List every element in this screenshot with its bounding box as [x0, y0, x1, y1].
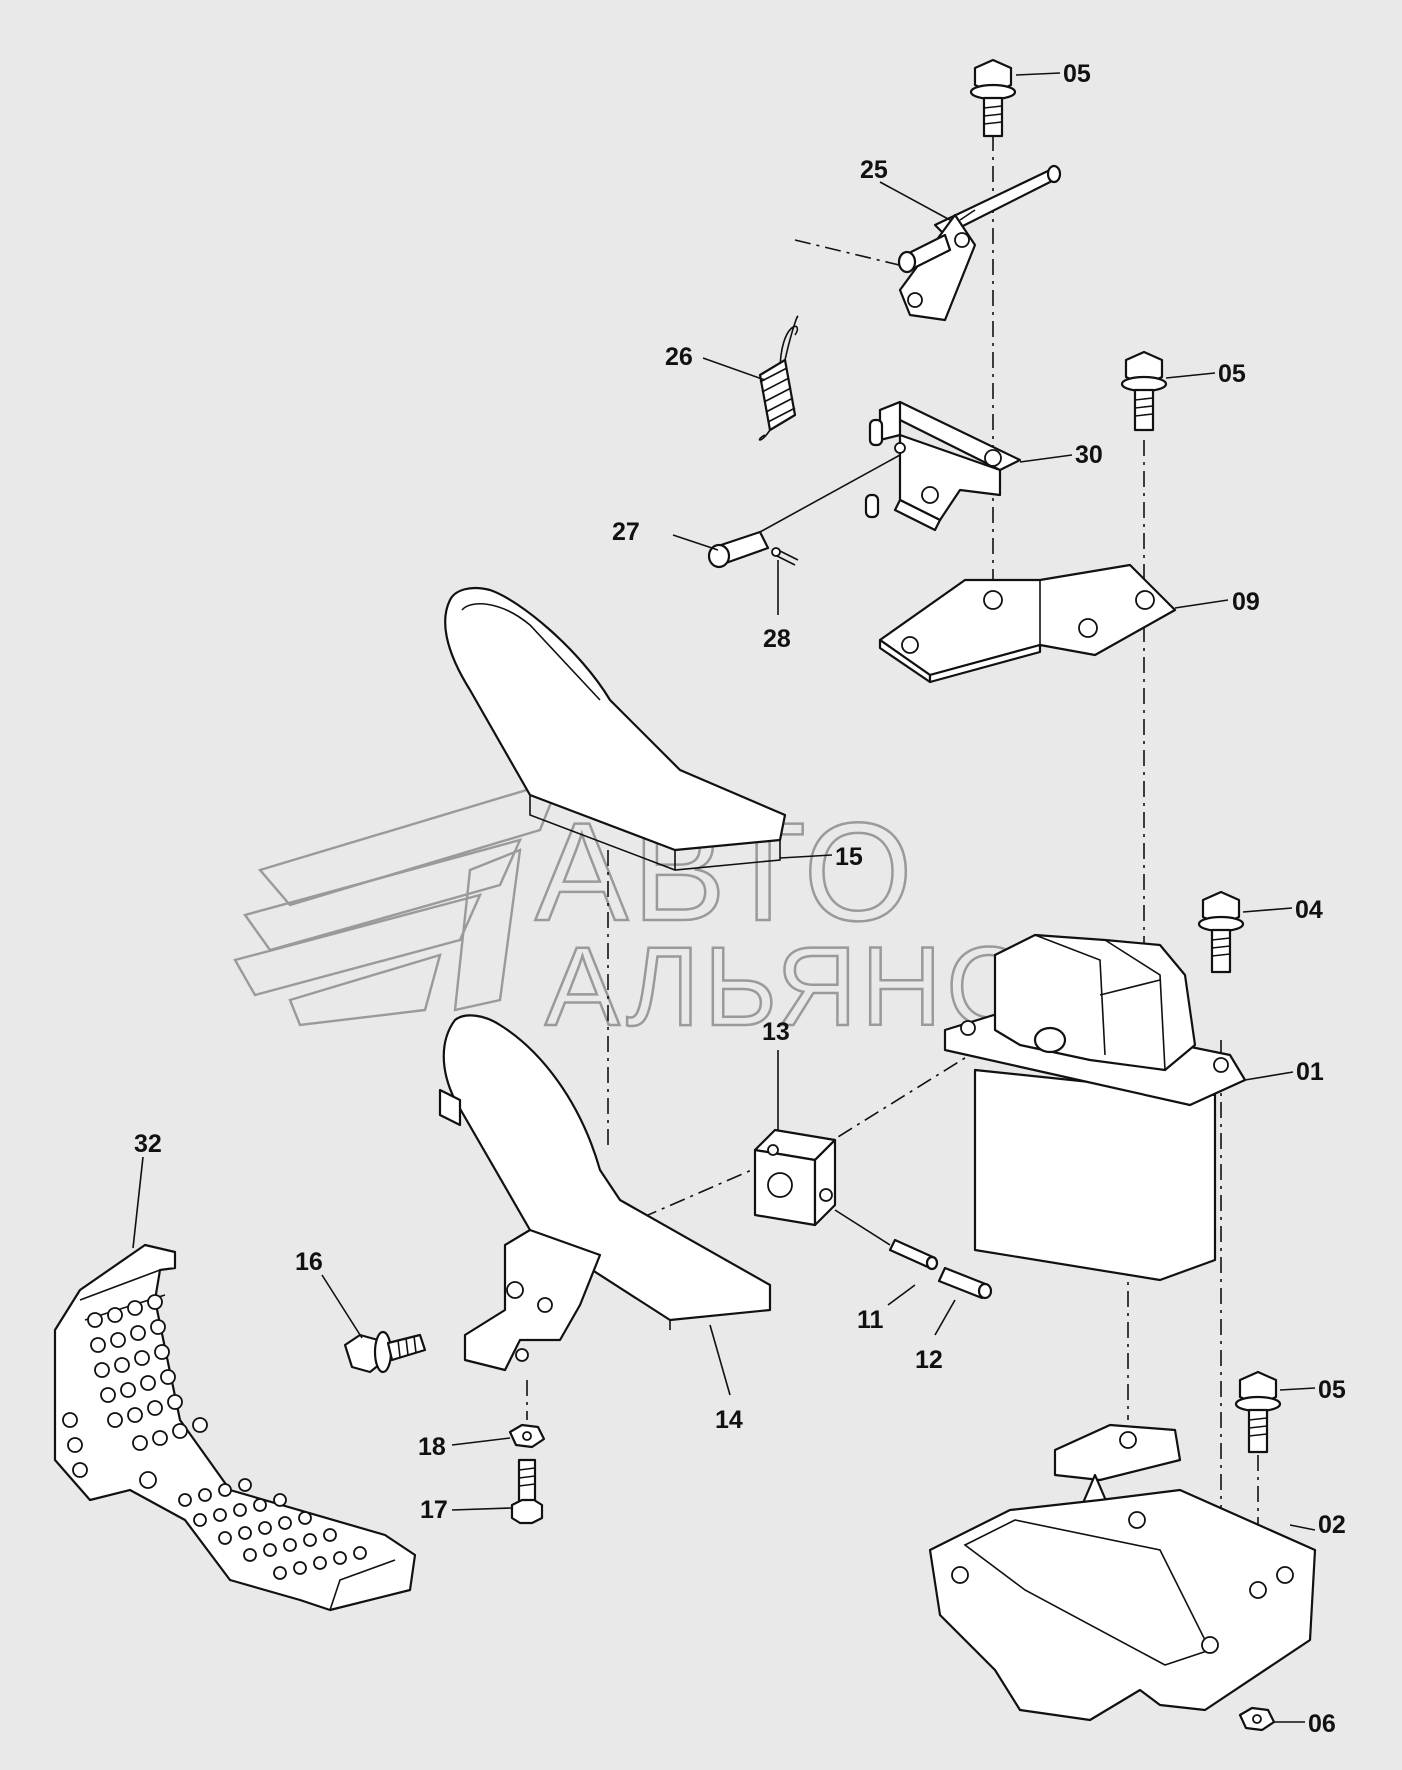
- cotter-pin-28: [771, 547, 799, 566]
- callout-27: 27: [612, 518, 640, 546]
- bolt-04: [1197, 890, 1245, 974]
- nut-06: [1238, 1706, 1276, 1732]
- callout-25: 25: [860, 156, 888, 184]
- bracket-30: [864, 400, 1022, 532]
- callout-13: 13: [762, 1018, 790, 1046]
- callout-16: 16: [295, 1248, 323, 1276]
- pedal-14: [438, 1014, 772, 1372]
- watermark-logo-icon: [233, 778, 563, 1027]
- leader-lines: [132, 72, 1316, 1723]
- callout-05-middle: 05: [1218, 360, 1246, 388]
- plate-09: [878, 563, 1177, 684]
- callout-17: 17: [420, 1496, 448, 1524]
- pin-27: [707, 454, 901, 569]
- callout-14: 14: [715, 1406, 743, 1434]
- bolt-16: [343, 1330, 427, 1374]
- callout-28: 28: [763, 625, 791, 653]
- pedal-pad-32: [53, 1243, 417, 1612]
- pin-11: [834, 1209, 939, 1271]
- bolt-05-middle: [1120, 350, 1168, 432]
- callout-01: 01: [1296, 1058, 1324, 1086]
- callout-12: 12: [915, 1346, 943, 1374]
- lever-25: [897, 164, 1062, 322]
- callout-02: 02: [1318, 1511, 1346, 1539]
- callout-09: 09: [1232, 588, 1260, 616]
- callout-06: 06: [1308, 1710, 1336, 1738]
- bolt-17: [510, 1458, 544, 1525]
- block-13: [753, 1128, 837, 1227]
- switch-01: [943, 933, 1247, 1282]
- pin-12: [937, 1266, 993, 1300]
- base-plate-02: [928, 1423, 1317, 1722]
- callout-26: 26: [665, 343, 693, 371]
- bolt-05-lower: [1234, 1370, 1282, 1580]
- callout-11: 11: [857, 1306, 884, 1334]
- spring-26: [758, 315, 799, 441]
- callout-15: 15: [835, 843, 863, 871]
- callout-04: 04: [1295, 896, 1323, 924]
- nut-18: [508, 1380, 546, 1449]
- bolt-05-top: [969, 58, 1017, 138]
- callout-labels: 05 25 26 30 27 28 09 05 15 04 01 13 11 1…: [134, 60, 1346, 1738]
- callout-30: 30: [1075, 441, 1103, 469]
- callout-18: 18: [418, 1433, 446, 1461]
- grip-dots-icon: [62, 1294, 367, 1580]
- callout-05-top: 05: [1063, 60, 1091, 88]
- pedal-15: [444, 586, 787, 871]
- callout-32: 32: [134, 1130, 162, 1158]
- callout-05-lower: 05: [1318, 1376, 1346, 1404]
